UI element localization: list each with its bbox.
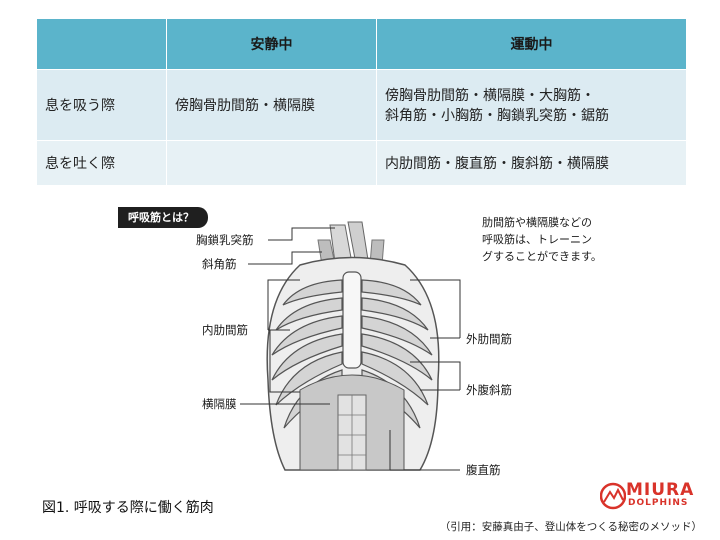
logo-text-line1: MIURA — [626, 480, 695, 500]
inhale-exercise-line1: 傍胸骨肋間筋・横隔膜・大胸筋・ — [385, 88, 595, 104]
inhale-exercise-line2: 斜角筋・小胸筋・胸鎖乳突筋・鋸筋 — [385, 108, 609, 124]
label-internal-intercostal: 内肋間筋 — [202, 323, 248, 337]
citation: （引用：安藤真由子、登山体をつくる秘密のメソッド） — [439, 521, 702, 533]
figure-caption: 図1. 呼吸する際に働く筋肉 — [42, 500, 214, 516]
row-label-inhale: 息を吸う際 — [36, 69, 167, 141]
exhale-rest — [166, 140, 377, 186]
label-scalene: 斜角筋 — [202, 257, 237, 271]
inhale-exercise: 傍胸骨肋間筋・横隔膜・大胸筋・ 斜角筋・小胸筋・胸鎖乳突筋・鋸筋 — [376, 69, 687, 141]
label-external-oblique: 外腹斜筋 — [466, 383, 512, 397]
table-row: 息を吸う際 傍胸骨肋間筋・横隔膜 傍胸骨肋間筋・横隔膜・大胸筋・ 斜角筋・小胸筋… — [36, 69, 687, 141]
row-label-exhale: 息を吐く際 — [36, 140, 167, 186]
miura-dolphins-logo: MIURA DOLPHINS — [600, 478, 712, 514]
table-row: 息を吐く際 内肋間筋・腹直筋・腹斜筋・横隔膜 — [36, 140, 687, 186]
respiratory-muscle-table: 安静中 運動中 息を吸う際 傍胸骨肋間筋・横隔膜 傍胸骨肋間筋・横隔膜・大胸筋・… — [36, 18, 687, 186]
logo-text-line2: DOLPHINS — [628, 498, 689, 508]
note-line: グすることができます。 — [482, 250, 602, 263]
header-exercise: 運動中 — [376, 18, 687, 70]
diagram-tag: 呼吸筋とは？ — [118, 207, 208, 228]
note-line: 呼吸筋は、トレーニン — [482, 233, 592, 246]
label-external-intercostal: 外肋間筋 — [466, 332, 512, 346]
label-sternocleidomastoid: 胸鎖乳突筋 — [196, 233, 254, 247]
logo-mark-icon — [600, 482, 626, 510]
header-empty — [36, 18, 167, 70]
diagram-note: 肋間筋や横隔膜などの 呼吸筋は、トレーニン グすることができます。 — [482, 214, 632, 265]
note-line: 肋間筋や横隔膜などの — [482, 216, 592, 229]
label-diaphragm: 横隔膜 — [202, 397, 237, 411]
label-rectus-abdominis: 腹直筋 — [466, 463, 501, 477]
exhale-exercise: 内肋間筋・腹直筋・腹斜筋・横隔膜 — [376, 140, 687, 186]
